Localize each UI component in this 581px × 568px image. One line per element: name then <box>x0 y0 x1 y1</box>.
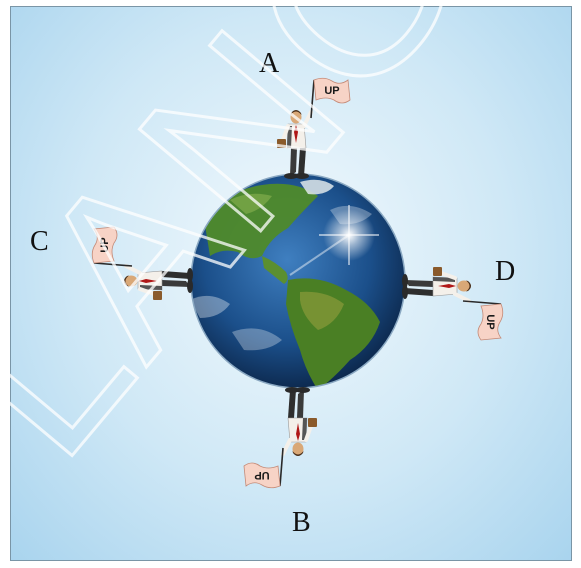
earth-globe <box>190 174 405 390</box>
flag-d-text: UP <box>484 314 496 329</box>
label-d: D <box>495 258 515 286</box>
label-b: B <box>292 509 311 537</box>
label-c: C <box>30 228 49 256</box>
label-a: A <box>259 50 279 78</box>
person-b: UP <box>244 387 317 488</box>
person-d: UP <box>402 267 503 340</box>
person-c: UP <box>92 227 193 300</box>
flag-a-text: UP <box>324 85 339 97</box>
person-a: UP <box>277 78 350 179</box>
flag-b-text: UP <box>254 469 269 481</box>
flag-c-text: UP <box>99 237 111 252</box>
